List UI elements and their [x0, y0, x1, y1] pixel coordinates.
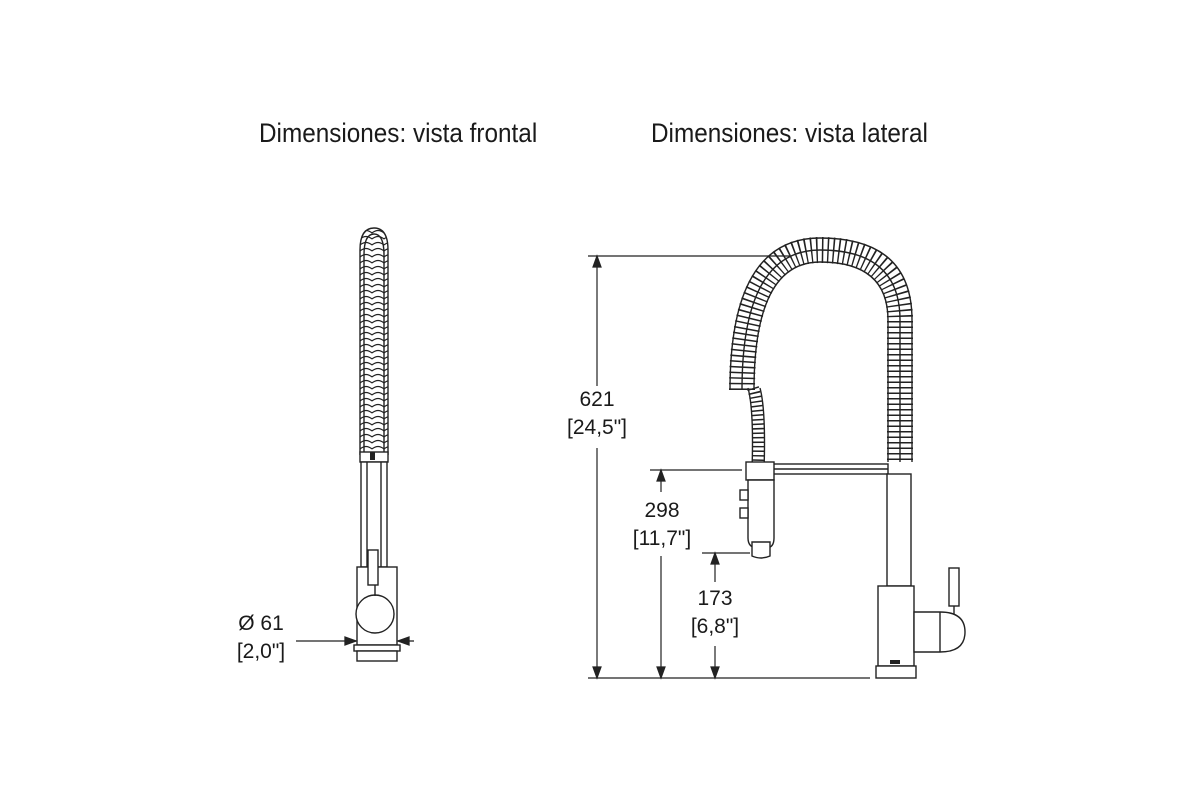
front-handle-disc	[355, 594, 395, 634]
total-height-label: 621 [24,5"]	[560, 386, 634, 442]
front-base-flange	[353, 644, 401, 652]
total-height-mm: 621	[579, 388, 615, 411]
spray-height-label: 173 [6,8"]	[682, 585, 748, 641]
side-view-faucet	[729, 236, 966, 679]
spout-height-inch: [11,7"]	[632, 527, 692, 550]
side-body	[877, 585, 915, 667]
side-base	[875, 665, 917, 679]
side-hose	[747, 386, 766, 471]
front-base	[356, 650, 398, 662]
diameter-label: Ø 61 [2,0"]	[228, 610, 294, 666]
diameter-dimension	[296, 636, 414, 646]
diameter-inch: [2,0"]	[236, 640, 286, 663]
side-view-title: Dimensiones: vista lateral	[651, 118, 928, 148]
spray-height-mm: 173	[697, 587, 733, 610]
front-lever	[367, 549, 379, 586]
spout-height-mm: 298	[644, 499, 680, 522]
side-pipe	[886, 473, 912, 587]
total-height-inch: [24,5"]	[567, 416, 627, 439]
dimension-lines	[588, 254, 870, 680]
front-view-title: Dimensiones: vista frontal	[259, 118, 538, 148]
spray-height-inch: [6,8"]	[690, 615, 740, 638]
side-spray-head	[739, 461, 775, 559]
spout-height-label: 298 [11,7"]	[624, 497, 700, 553]
front-view-faucet	[353, 227, 401, 662]
side-handle	[913, 567, 966, 653]
side-spring-coil	[729, 236, 913, 462]
front-spring-coil	[359, 227, 389, 455]
diameter-mm: Ø 61	[238, 612, 284, 635]
